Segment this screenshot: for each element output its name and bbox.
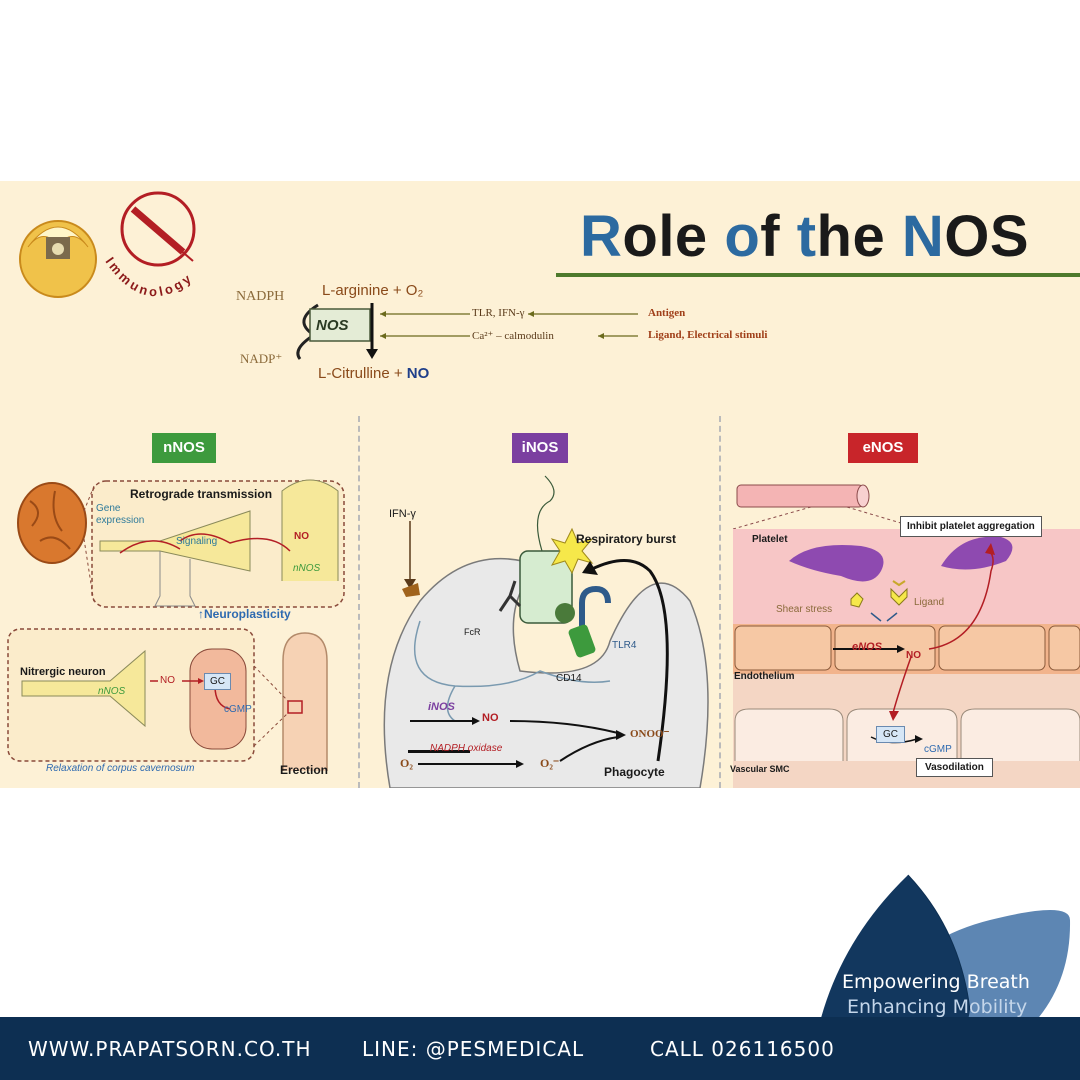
erection-label: Erection bbox=[280, 763, 329, 777]
endothelium-label: Endothelium bbox=[734, 671, 795, 682]
inos-reaction-arrows bbox=[410, 717, 626, 768]
fcr-label: FcR bbox=[464, 627, 481, 637]
relaxation-label: Relaxation of corpus cavernosum bbox=[46, 763, 195, 774]
nnos-label: nNOS bbox=[293, 563, 321, 574]
cgmp-label-enos: cGMP bbox=[924, 744, 952, 755]
shear-stress-label: Shear stress bbox=[776, 604, 833, 615]
stimulus-tlr: TLR, IFN-γ bbox=[472, 307, 525, 319]
inos-illustration bbox=[383, 475, 709, 788]
nadph-oxidase-label: NADPH oxidase bbox=[430, 743, 503, 754]
phagocyte-label: Phagocyte bbox=[604, 765, 665, 779]
no-label-inos: NO bbox=[482, 712, 499, 724]
product-label: L-Citrulline + NO bbox=[318, 365, 430, 382]
brand-tagline-2: Enhancing Mobility bbox=[847, 996, 1028, 1018]
peroxynitrite-label: ONOO⁻ bbox=[630, 728, 670, 740]
inos-label: iNOS bbox=[428, 701, 455, 713]
column-divider bbox=[358, 416, 360, 788]
diagram-panel: Immunology Role of the NOS NADPH NADP⁺ L… bbox=[0, 181, 1080, 788]
enos-tag: eNOS bbox=[848, 433, 918, 463]
nnos-tag: nNOS bbox=[152, 433, 216, 463]
tlr4-label: TLR4 bbox=[612, 640, 637, 651]
signaling-label: Signaling bbox=[176, 536, 218, 547]
enos-label: eNOS bbox=[852, 641, 882, 653]
gc-box-enos: GC bbox=[876, 726, 905, 743]
footer-bar: WWW.PRAPATSORN.CO.TH LINE: @PESMEDICAL C… bbox=[0, 1017, 1080, 1080]
vasodilation-box: Vasodilation bbox=[916, 758, 993, 777]
inos-tag: iNOS bbox=[512, 433, 568, 463]
superoxide-label: O₂⁻ bbox=[540, 756, 560, 770]
source-antigen: Antigen bbox=[648, 307, 686, 319]
neuroplasticity-label: ↑Neuroplasticity bbox=[198, 607, 291, 621]
substrate-label: L-arginine + O₂ bbox=[322, 282, 424, 299]
stimulus-calmodulin: Ca²⁺ – calmodulin bbox=[472, 330, 554, 342]
logo-text: Immunology bbox=[103, 254, 194, 299]
no-label-enos: NO bbox=[906, 650, 921, 661]
oxygen-label: O₂ bbox=[400, 756, 413, 770]
ifn-gamma-label: IFN-γ bbox=[389, 508, 416, 520]
page-title: Role of the NOS bbox=[580, 204, 1030, 269]
immunology-logo bbox=[19, 191, 196, 298]
no-label-2: NO bbox=[160, 675, 175, 686]
respiratory-burst-label: Respiratory burst bbox=[576, 532, 677, 546]
brand-tagline-1: Empowering Breath bbox=[842, 971, 1030, 993]
gene-expression-label: Gene expression bbox=[96, 503, 145, 526]
inhibit-platelet-box: Inhibit platelet aggregation bbox=[900, 516, 1042, 537]
footer-line-contact[interactable]: LINE: @PESMEDICAL bbox=[362, 1037, 585, 1061]
footer-website-link[interactable]: WWW.PRAPATSORN.CO.TH bbox=[28, 1037, 312, 1061]
nos-enzyme-label: NOS bbox=[316, 317, 349, 334]
cgmp-label: cGMP bbox=[224, 704, 252, 715]
nnos-label-2: nNOS bbox=[98, 686, 126, 697]
cd14-label: CD14 bbox=[556, 673, 582, 684]
gc-box: GC bbox=[204, 673, 231, 690]
enos-illustration bbox=[732, 484, 1080, 788]
logo-text-arc: Immunology bbox=[103, 254, 197, 299]
nadph-label: NADPH bbox=[236, 289, 285, 304]
title-underline bbox=[556, 273, 1080, 277]
ligand-label: Ligand bbox=[914, 597, 945, 608]
platelet-label: Platelet bbox=[752, 534, 788, 545]
nadp-label: NADP⁺ bbox=[240, 351, 283, 366]
footer-call-contact[interactable]: CALL 026116500 bbox=[650, 1037, 835, 1061]
retrograde-title: Retrograde transmission bbox=[130, 487, 273, 501]
no-label: NO bbox=[294, 531, 309, 542]
reaction-arrows bbox=[296, 303, 638, 360]
nnos-illustration bbox=[7, 479, 345, 771]
svg-text:Immunology: Immunology bbox=[103, 254, 197, 299]
nitrergic-neuron-label: Nitrergic neuron bbox=[20, 666, 106, 678]
vascular-smc-label: Vascular SMC bbox=[730, 764, 790, 774]
column-divider bbox=[719, 416, 721, 788]
source-ligand: Ligand, Electrical stimuli bbox=[648, 329, 768, 341]
